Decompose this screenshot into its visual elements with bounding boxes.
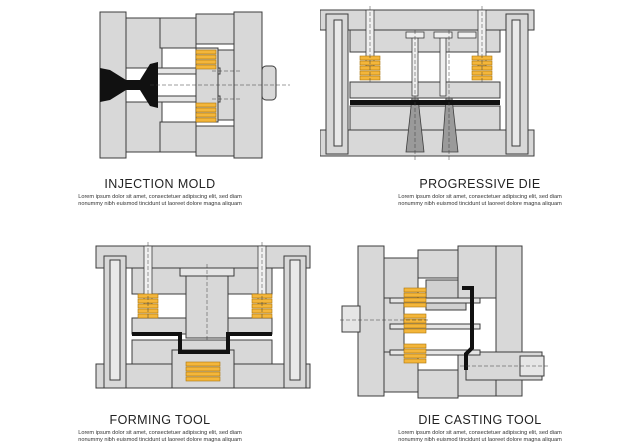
description-line-1: Lorem ipsum dolor sit amet, consectetuer…: [78, 430, 242, 436]
panel-injection-mold: INJECTION MOLD Lorem ipsum dolor sit ame…: [0, 0, 320, 224]
panel-forming-tool: FORMING TOOL Lorem ipsum dolor sit amet,…: [0, 224, 320, 448]
panel-title: INJECTION MOLD: [104, 177, 216, 191]
description-line-2: nonummy nibh euismod tincidunt ut laoree…: [78, 437, 242, 444]
panel-die-casting-tool: DIE CASTING TOOL Lorem ipsum dolor sit a…: [320, 224, 640, 448]
fixed-mold-plate-bottom: [125, 101, 163, 153]
sprue-and-cavity: [100, 62, 158, 108]
spacer-block-bottom: [195, 125, 235, 157]
ejector-pin-3: [389, 349, 481, 356]
spring-bottom: [185, 361, 221, 382]
ejector-pin-1: [389, 297, 481, 304]
panel-progressive-die: PROGRESSIVE DIE Lorem ipsum dolor sit am…: [320, 0, 640, 224]
spring-top: [195, 49, 217, 70]
bottom-plate: [320, 129, 535, 157]
panel-description: Lorem ipsum dolor sit amet, consectetuer…: [320, 430, 640, 445]
die-block: [349, 105, 501, 131]
panel-title: DIE CASTING TOOL: [418, 413, 542, 427]
fixed-mold-plate-top: [125, 17, 163, 69]
spring-1: [403, 287, 427, 308]
moving-mold-plate-top: [159, 17, 197, 49]
description-line-2: nonummy nibh euismod tincidunt ut laoree…: [398, 437, 562, 444]
panel-description: Lorem ipsum dolor sit amet, consectetuer…: [0, 194, 320, 209]
formed-sheet: [132, 332, 272, 354]
strip-material: [350, 100, 500, 105]
spring-3: [403, 343, 427, 364]
punch-tapered-2: [441, 97, 459, 153]
fixed-plate-top: [457, 245, 497, 299]
panel-description: Lorem ipsum dolor sit amet, consectetuer…: [320, 194, 640, 209]
guide-bushing-right: [511, 19, 521, 147]
die-casting-tool-diagram: [340, 245, 550, 399]
stripper-plate: [349, 81, 501, 99]
cavity-plate-bottom: [417, 369, 459, 399]
description-line-1: Lorem ipsum dolor sit amet, consectetuer…: [78, 194, 242, 200]
description-line-1: Lorem ipsum dolor sit amet, consectetuer…: [398, 194, 562, 200]
ejector-pin-2: [389, 323, 481, 330]
description-line-2: nonummy nibh euismod tincidunt ut laoree…: [398, 201, 562, 208]
casting-cavity: [462, 286, 474, 370]
spring-2: [403, 313, 427, 334]
panel-title: FORMING TOOL: [109, 413, 211, 427]
guide-bushing-left: [109, 259, 121, 381]
top-clamp-plate: [95, 245, 311, 269]
punch-2: [439, 33, 447, 97]
progressive-die-diagram: [320, 6, 535, 160]
spacer-block-top: [195, 13, 235, 45]
moving-mold-plate-bottom: [159, 121, 197, 153]
moving-clamp-plate: [357, 245, 385, 397]
forming-tool-diagram: [95, 242, 311, 389]
ejector-rod: [261, 65, 277, 101]
ejector-housing-bottom: [383, 351, 419, 393]
forming-punch: [185, 271, 229, 339]
panel-description: Lorem ipsum dolor sit amet, consectetuer…: [0, 430, 320, 445]
top-clamp-plate: [320, 9, 535, 31]
description-line-2: nonummy nibh euismod tincidunt ut laoree…: [78, 201, 242, 208]
injection-mold-diagram: [99, 11, 290, 159]
punch-tapered-1: [405, 97, 425, 153]
ejector-rod: [341, 305, 361, 333]
guide-bushing-left: [333, 19, 343, 147]
spring-bottom: [195, 102, 217, 123]
description-line-1: Lorem ipsum dolor sit amet, consectetuer…: [398, 430, 562, 436]
cavity-plate-top: [417, 249, 459, 279]
guide-bushing-right: [289, 259, 301, 381]
panel-title: PROGRESSIVE DIE: [419, 177, 541, 191]
